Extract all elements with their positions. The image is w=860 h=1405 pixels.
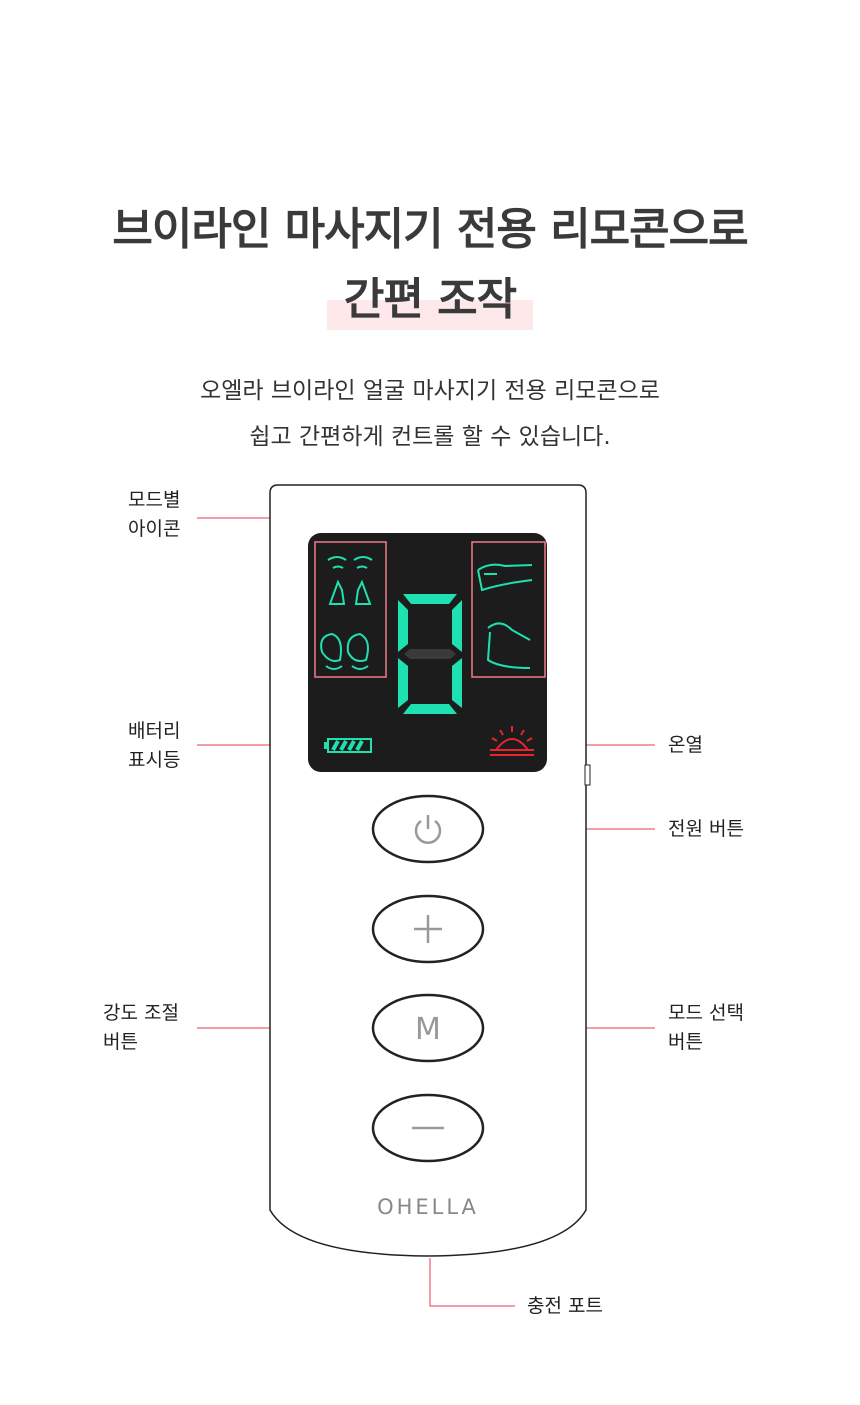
brand-logo: OHELLA [377,1195,479,1219]
left-icon-box [314,541,387,678]
description-line1: 오엘라 브이라인 얼굴 마사지기 전용 리모콘으로 [200,378,660,404]
battery-icon [324,738,372,753]
label-charging: 충전 포트 [527,1295,603,1317]
label-power: 전원 버튼 [668,818,744,840]
right-icon-box [471,541,546,678]
page-title-line1: 브이라인 마사지기 전용 리모콘으로 [112,204,748,255]
plus-icon [414,915,442,943]
page-title-line2: 간편 조작 [343,274,517,325]
circular-massage-icon [320,632,369,670]
seven-segment-digit [398,594,462,714]
heat-icon [490,726,534,756]
side-switch [584,764,591,786]
description-line2: 쉽고 간편하게 컨트롤 할 수 있습니다. [249,424,611,450]
pinching-hand-icon [477,563,533,592]
power-icon [414,815,442,844]
mode-button-label[interactable]: M [415,1012,441,1047]
mode-icons [320,556,533,670]
kneading-fist-icon [486,622,531,669]
tapping-hands-icon [327,556,373,605]
title-highlight [327,300,533,330]
mode-button[interactable] [371,993,485,1063]
label-heat: 온열 [668,734,703,756]
